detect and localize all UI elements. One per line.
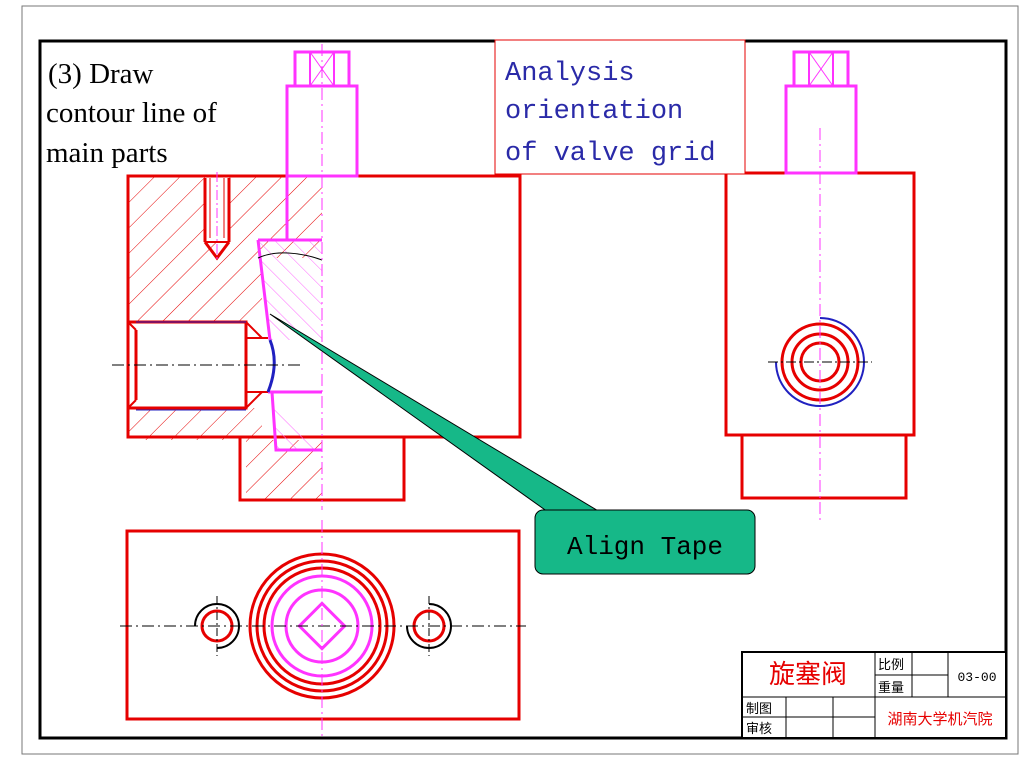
top-view [120,520,526,738]
scale-label: 比例 [878,658,904,673]
side-thread-arc [775,317,865,407]
analysis-line-1: Analysis [505,59,635,89]
heading-line-2: contour line of [46,97,217,129]
analysis-box [494,39,746,175]
heading-line-3: main parts [46,137,168,169]
checked-by-label: 审核 [746,722,772,737]
side-view [724,50,916,520]
inner-passage [246,337,268,393]
side-stem [784,84,858,175]
analysis-line-3: of valve grid [505,139,716,169]
analysis-line-2: orientation [505,97,683,127]
callout-box [534,509,756,575]
side-lower-boss [740,435,908,500]
valve-plug [256,50,359,452]
weight-label: 重量 [878,680,904,696]
drawn-by-label: 制图 [746,702,772,717]
top-body [125,529,521,721]
body-outline [126,174,522,439]
side-square-head [792,50,850,88]
institution-name: 湖南大学机汽院 [887,710,992,728]
heading-line-1: (3) Draw [48,58,154,90]
top-square-head [297,601,347,651]
front-view [112,44,522,510]
drawing-name: 旋塞阀 [769,660,847,690]
screw-hole [203,172,231,262]
drawing-number: 03-00 [957,670,996,685]
callout-label: Align Tape [567,532,723,562]
title-block: 旋塞阀 比例 重量 03-00 制图 审核 湖南大学机汽院 [741,651,1007,739]
heading-background [43,48,255,170]
outer-border [21,5,1019,755]
